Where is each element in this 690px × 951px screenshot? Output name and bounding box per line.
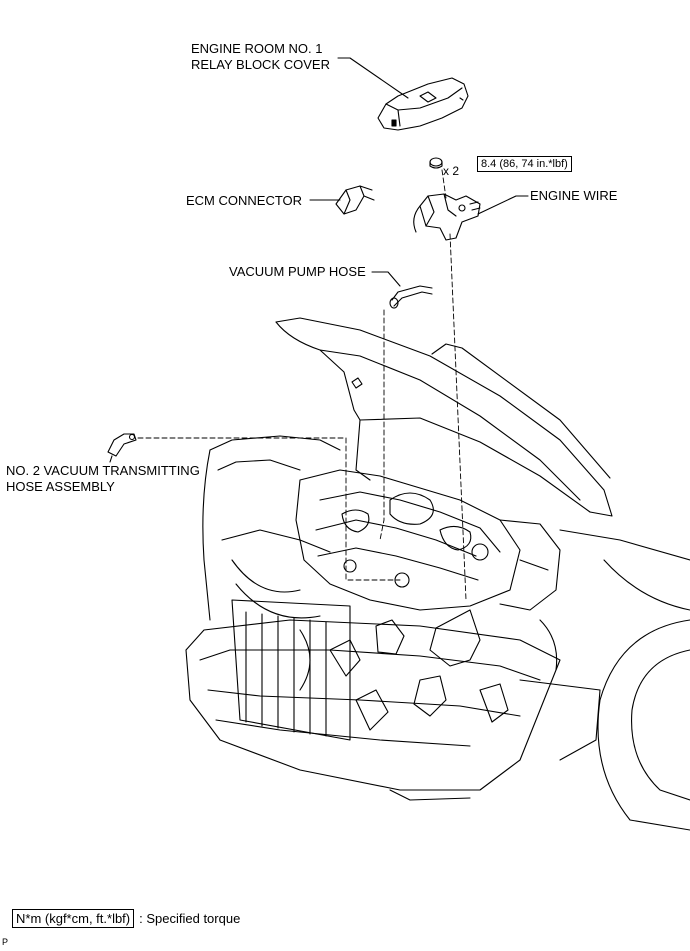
vacuum-transmitting-hose-label: NO. 2 VACUUM TRANSMITTING HOSE ASSEMBLY: [6, 463, 200, 494]
engine-wire-leader: [477, 195, 529, 215]
relay-block-cover-label: ENGINE ROOM NO. 1 RELAY BLOCK COVER: [191, 41, 330, 72]
vehicle-front-illustration: [185, 317, 690, 831]
legend-unit-box: N*m (kgf*cm, ft.*lbf): [12, 909, 135, 928]
torque-legend: N*m (kgf*cm, ft.*lbf) : Specified torque: [12, 909, 240, 928]
nut-part: [429, 157, 443, 169]
torque-spec-box: 8.4 (86, 74 in.*lbf): [477, 156, 572, 172]
engine-wire-part: [413, 193, 481, 241]
quantity-label: x 2: [443, 164, 460, 178]
engine-wire-label: ENGINE WIRE: [530, 188, 618, 203]
assembly-guide-lines: [137, 169, 467, 601]
footer-code: P: [2, 937, 9, 947]
legend-description: : Specified torque: [139, 911, 241, 926]
vacuum-pump-hose-leader: [371, 271, 401, 287]
relay-block-cover-part: [377, 77, 469, 131]
ecm-connector-label: ECM CONNECTOR: [186, 193, 303, 208]
vacuum-transmitting-hose-part: [107, 433, 137, 457]
ecm-connector-part: [335, 185, 375, 215]
vacuum-pump-hose-part: [389, 285, 433, 309]
vacuum-transmitting-hose-leader: [109, 455, 113, 463]
vacuum-pump-hose-label: VACUUM PUMP HOSE: [229, 264, 366, 279]
relay-cover-leader: [337, 57, 409, 99]
